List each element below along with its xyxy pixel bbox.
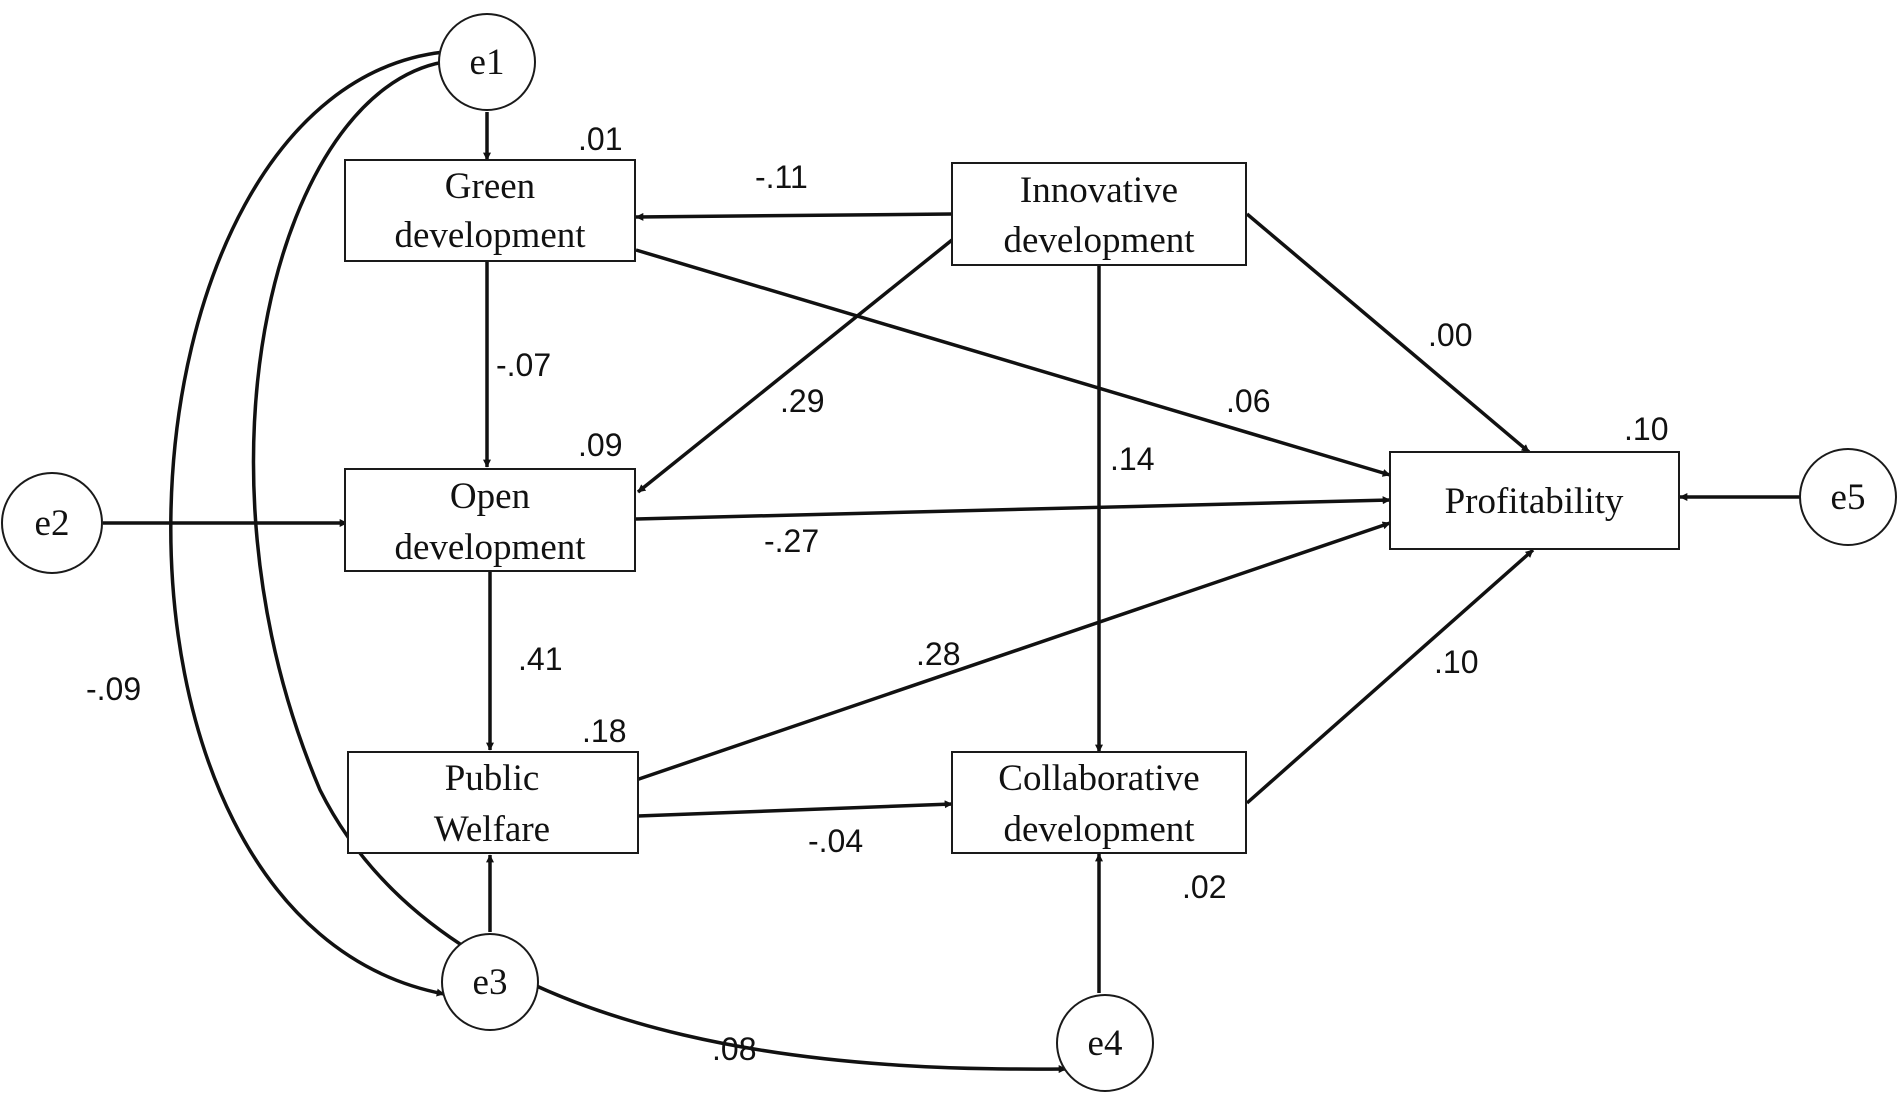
r2-green-development: .01 <box>578 121 622 157</box>
green-development-line2: development <box>394 215 586 256</box>
error-e1-label: e1 <box>470 42 505 83</box>
profitability-label: Profitability <box>1445 481 1624 522</box>
error-e3-label: e3 <box>473 962 508 1003</box>
error-e5: e5 <box>1799 448 1897 546</box>
node-innovative-development: Innovative development <box>951 162 1247 266</box>
r2-collaborative-development: .02 <box>1182 869 1226 905</box>
coef-green-to-open: -.07 <box>496 347 551 383</box>
collaborative-development-line1: Collaborative <box>998 758 1199 799</box>
node-collaborative-development: Collaborative development <box>951 751 1247 854</box>
node-green-development: Green development <box>344 159 636 262</box>
node-public-welfare: Public Welfare <box>347 751 639 854</box>
path-coefficient-labels: -.11 -.07 .29 .06 .00 .14 -.27 .41 .28 .… <box>496 159 1478 859</box>
error-e1: e1 <box>438 13 536 111</box>
r2-profitability: .10 <box>1624 411 1668 447</box>
cov-e1-e4: .08 <box>712 1031 756 1067</box>
public-welfare-line1: Public <box>445 758 540 799</box>
open-development-line2: development <box>394 527 586 568</box>
node-profitability: Profitability <box>1389 451 1680 550</box>
error-e4: e4 <box>1056 994 1154 1092</box>
coef-open-to-public-welfare: .41 <box>518 641 562 677</box>
edge-innovative-to-open <box>636 238 954 494</box>
edge-innovative-to-profitability <box>1245 212 1531 454</box>
innovative-development-line1: Innovative <box>1020 170 1178 211</box>
error-e4-label: e4 <box>1088 1023 1123 1064</box>
error-e2-label: e2 <box>35 503 70 544</box>
green-development-line1: Green <box>445 166 535 207</box>
coef-public-welfare-to-collaborative: -.04 <box>808 823 863 859</box>
r-squared-labels: .01 .09 .18 .02 .10 <box>578 121 1668 905</box>
r2-open-development: .09 <box>578 427 622 463</box>
coef-collaborative-to-profitability: .10 <box>1434 644 1478 680</box>
edges <box>103 47 1800 1074</box>
coef-public-welfare-to-profitability: .28 <box>916 636 960 672</box>
coef-open-to-profitability: -.27 <box>764 523 819 559</box>
edge-open-to-profitability <box>635 496 1391 521</box>
coef-innovative-to-profitability: .00 <box>1428 317 1472 353</box>
cov-e1-e3: -.09 <box>86 671 141 707</box>
error-e2: e2 <box>1 472 103 574</box>
coef-innovative-to-collaborative: .14 <box>1110 441 1154 477</box>
edge-green-to-profitability <box>635 248 1391 477</box>
edge-public-welfare-to-collaborative <box>637 800 953 818</box>
covariance-labels: -.09 .08 <box>86 671 756 1067</box>
error-e5-label: e5 <box>1831 477 1866 518</box>
covariance-e1-e3 <box>169 47 452 997</box>
error-e3: e3 <box>441 933 539 1031</box>
covariance-e1-e4 <box>251 56 1067 1074</box>
public-welfare-line2: Welfare <box>434 809 550 850</box>
coef-innovative-to-green: -.11 <box>755 159 808 195</box>
edge-public-welfare-to-profitability <box>635 521 1391 782</box>
coef-innovative-to-open: .29 <box>780 383 824 419</box>
open-development-line1: Open <box>450 476 530 517</box>
edge-collaborative-to-profitability <box>1245 548 1535 805</box>
innovative-development-line2: development <box>1003 220 1195 261</box>
node-open-development: Open development <box>344 468 636 572</box>
coef-green-to-profitability: .06 <box>1226 383 1270 419</box>
r2-public-welfare: .18 <box>582 713 626 749</box>
collaborative-development-line2: development <box>1003 809 1195 850</box>
edge-innovative-to-green <box>635 212 953 221</box>
